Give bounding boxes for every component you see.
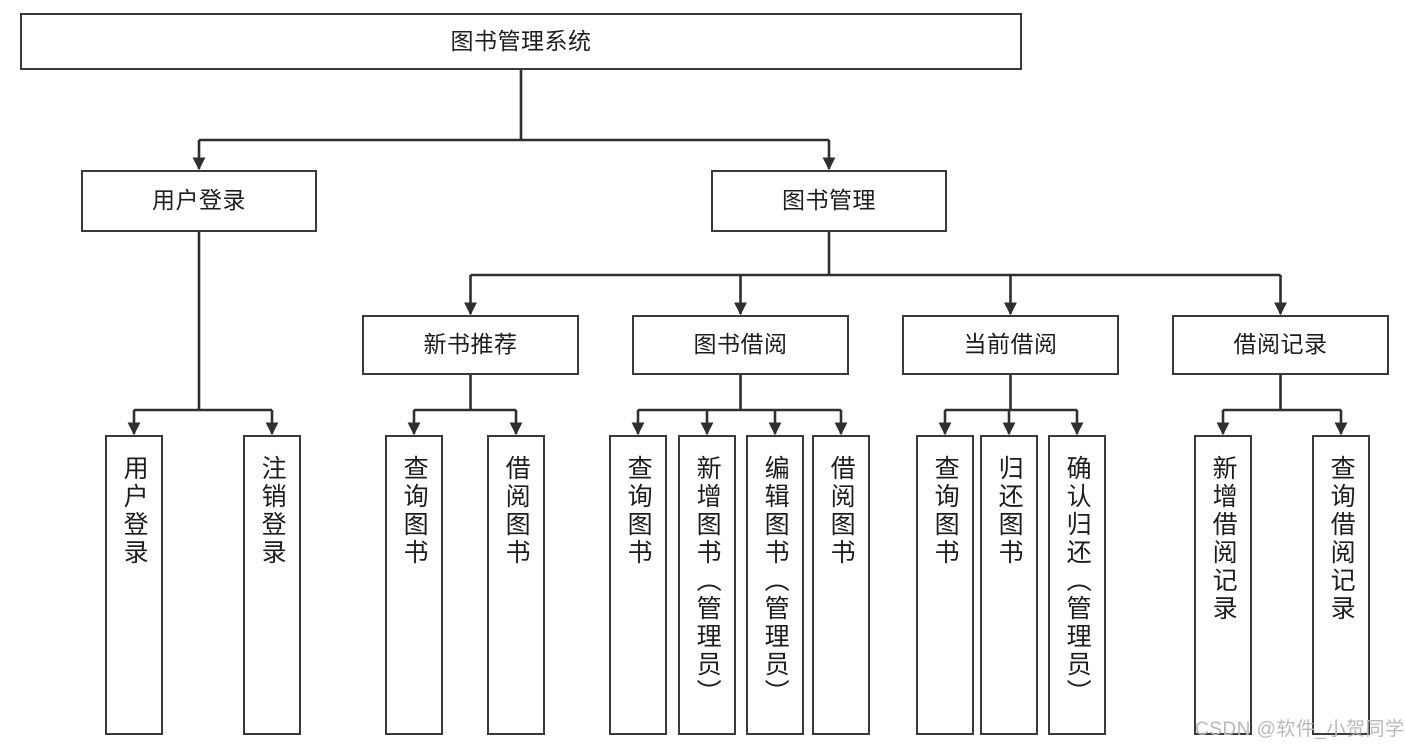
- node-label: 查询借阅记录: [1327, 455, 1356, 623]
- leaf-leaf-query-record[interactable]: 查询借阅记录: [1312, 435, 1370, 735]
- node-label: 确认归还（管理员）: [1063, 455, 1092, 707]
- node-label: 注销登录: [258, 455, 287, 567]
- csdn-watermark: CSDN @软件_小贺同学: [1195, 719, 1405, 740]
- node-label: 当前借阅: [963, 331, 1058, 358]
- node-label: 查询图书: [931, 455, 960, 567]
- node-label: 归还图书: [995, 455, 1024, 567]
- leaf-leaf-logout[interactable]: 注销登录: [243, 435, 301, 735]
- node-label: 查询图书: [624, 455, 653, 567]
- node-label: 借阅记录: [1233, 331, 1328, 358]
- node-book-borrow[interactable]: 图书借阅: [632, 315, 849, 375]
- leaf-leaf-query-book-1[interactable]: 查询图书: [385, 435, 443, 735]
- node-current-borrow[interactable]: 当前借阅: [902, 315, 1119, 375]
- node-label: 图书管理系统: [450, 27, 592, 54]
- leaf-leaf-return-book[interactable]: 归还图书: [980, 435, 1038, 735]
- node-label: 借阅图书: [827, 455, 856, 567]
- node-borrow-record[interactable]: 借阅记录: [1172, 315, 1389, 375]
- node-label: 查询图书: [400, 455, 429, 567]
- node-label: 用户登录: [120, 455, 149, 567]
- leaf-leaf-borrow-book-1[interactable]: 借阅图书: [487, 435, 545, 735]
- node-new-book-rec[interactable]: 新书推荐: [362, 315, 579, 375]
- root-node-root[interactable]: 图书管理系统: [20, 13, 1022, 70]
- node-label: 图书借阅: [693, 331, 788, 358]
- leaf-leaf-confirm-return[interactable]: 确认归还（管理员）: [1048, 435, 1106, 735]
- leaf-leaf-add-book[interactable]: 新增图书（管理员）: [678, 435, 736, 735]
- node-label: 借阅图书: [502, 455, 531, 567]
- node-label: 新增图书（管理员）: [693, 455, 722, 707]
- node-label: 新书推荐: [423, 331, 518, 358]
- node-book-manage[interactable]: 图书管理: [711, 170, 947, 232]
- leaf-leaf-user-login[interactable]: 用户登录: [105, 435, 163, 735]
- leaf-leaf-edit-book[interactable]: 编辑图书（管理员）: [746, 435, 804, 735]
- node-label: 图书管理: [782, 187, 876, 214]
- leaf-leaf-query-book-2[interactable]: 查询图书: [609, 435, 667, 735]
- node-label: 编辑图书（管理员）: [761, 455, 790, 707]
- node-user-login[interactable]: 用户登录: [81, 170, 317, 232]
- leaf-leaf-query-book-3[interactable]: 查询图书: [916, 435, 974, 735]
- node-label: 新增借阅记录: [1209, 455, 1238, 623]
- node-label: 用户登录: [152, 187, 246, 214]
- leaf-leaf-borrow-book-2[interactable]: 借阅图书: [812, 435, 870, 735]
- leaf-leaf-add-record[interactable]: 新增借阅记录: [1194, 435, 1252, 735]
